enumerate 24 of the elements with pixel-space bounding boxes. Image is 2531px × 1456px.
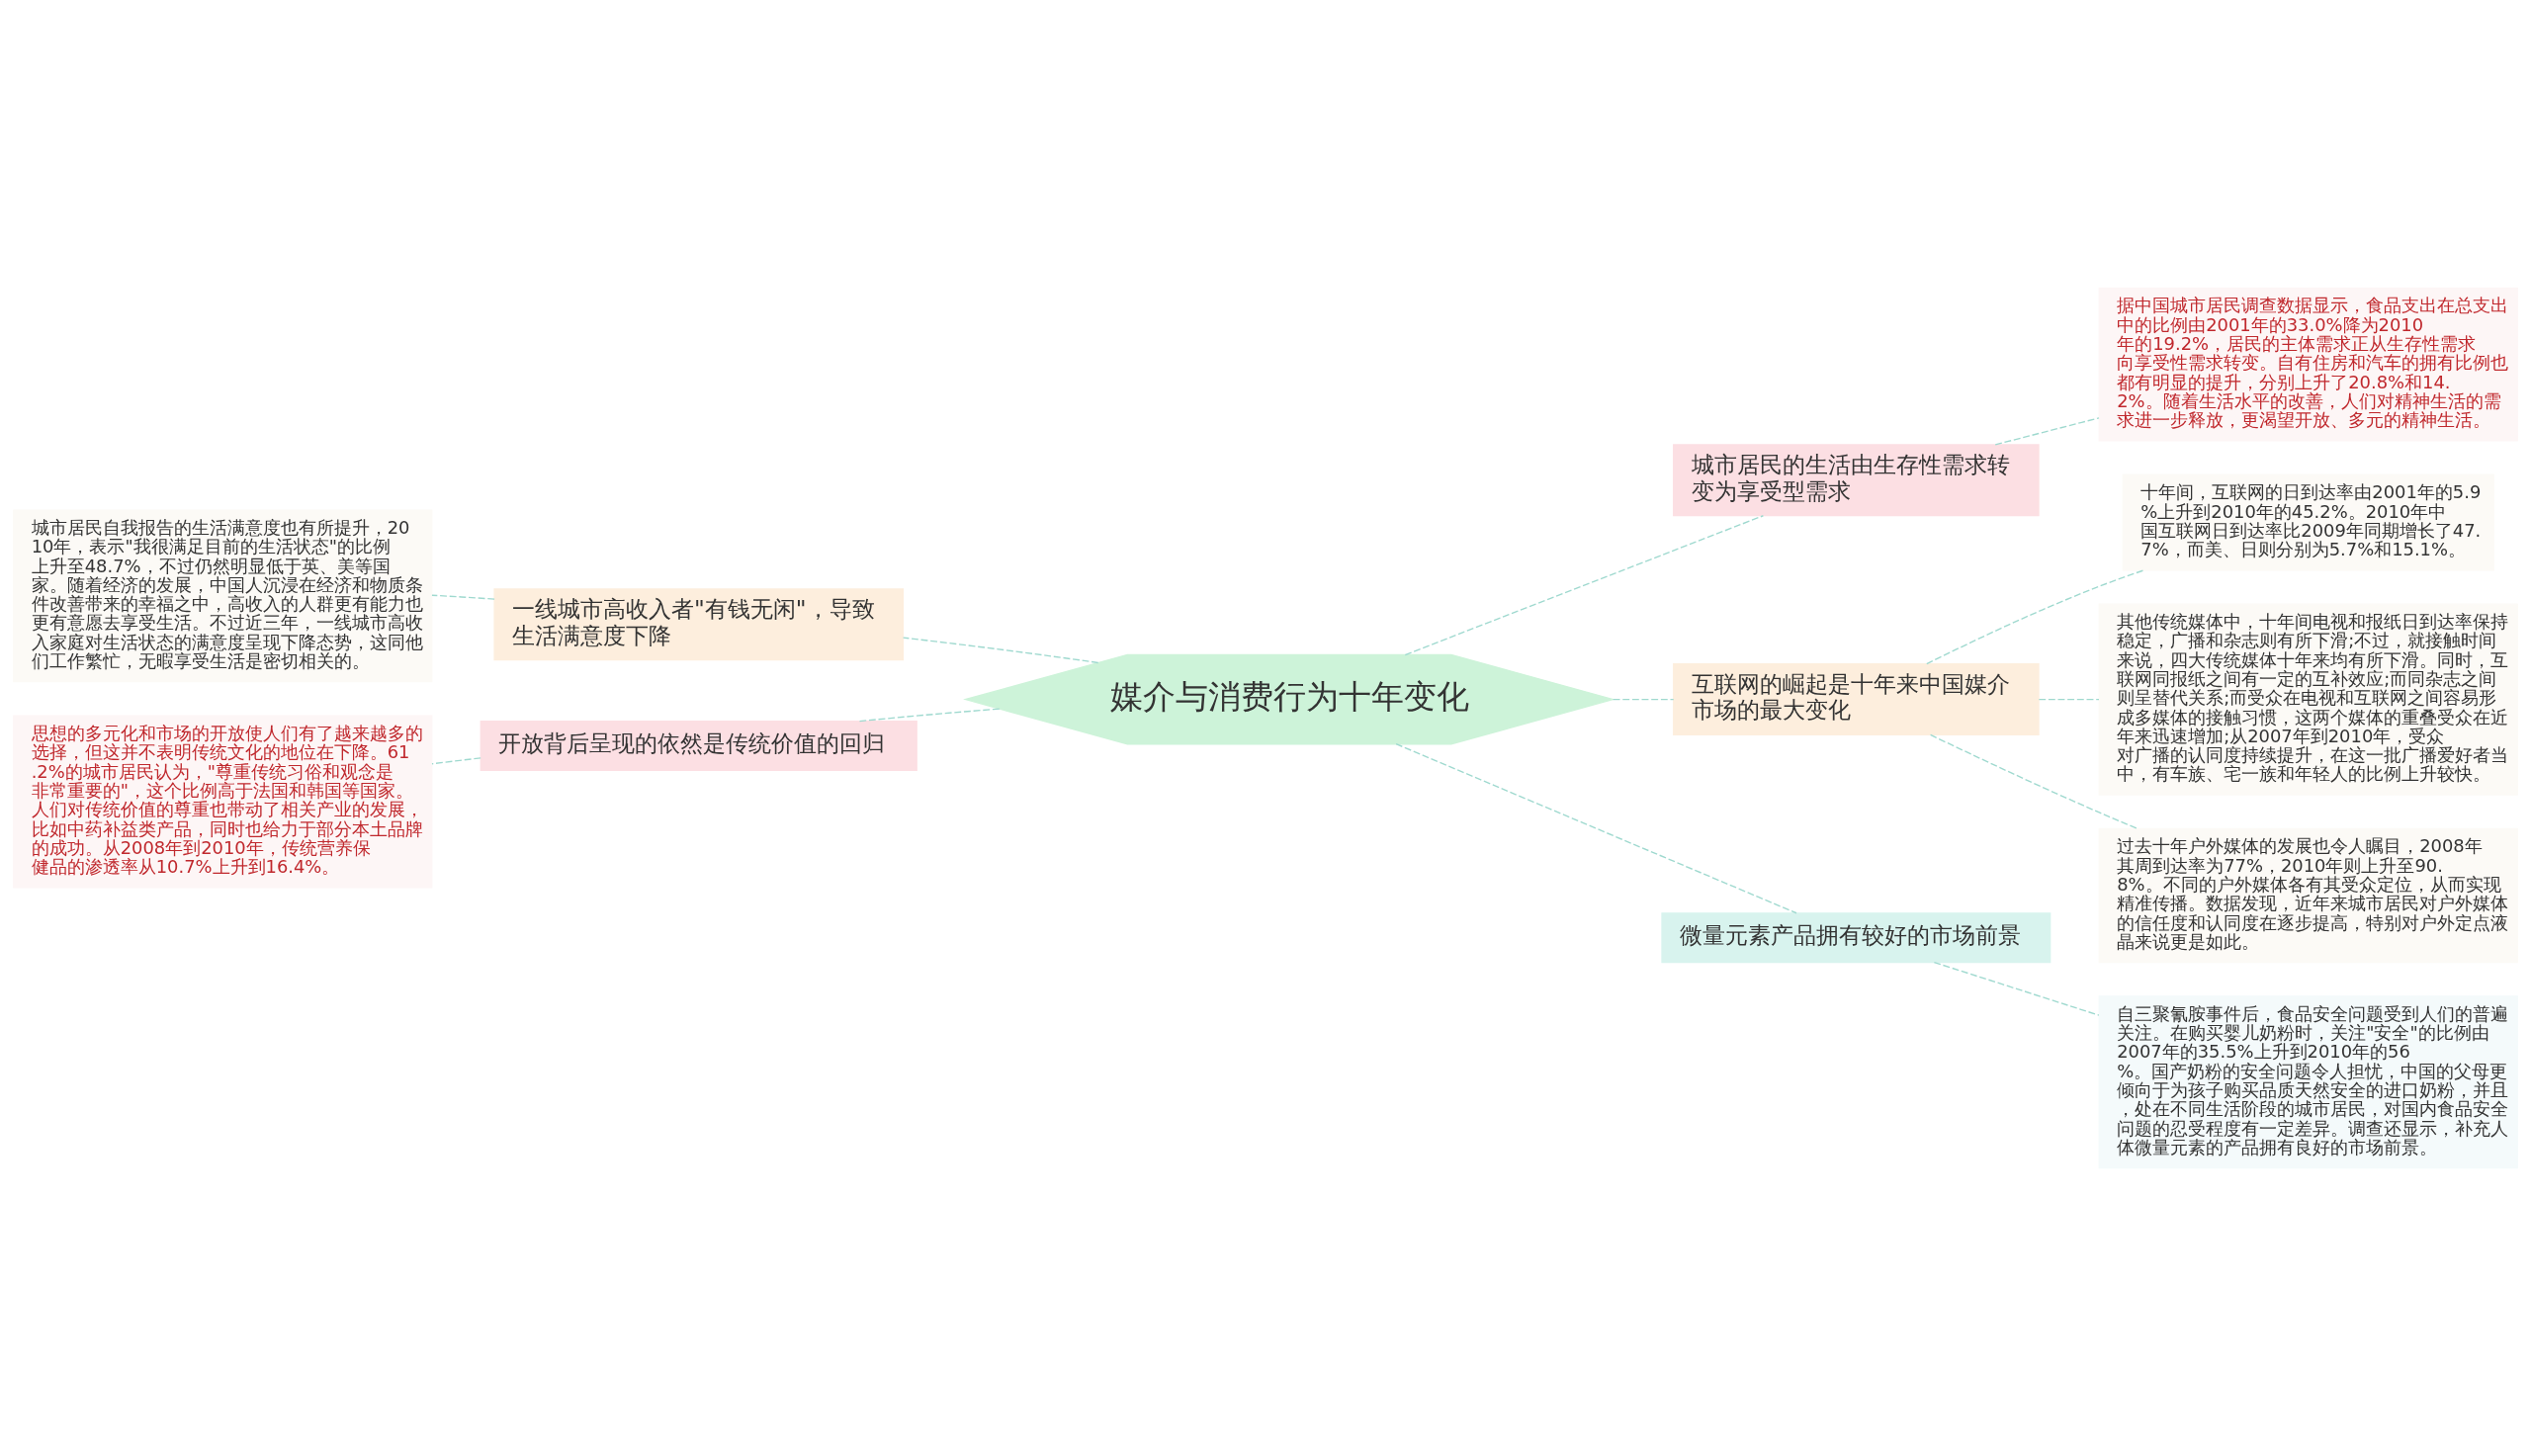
connector xyxy=(1404,515,1765,656)
node-box: 思想的多元化和市场的开放使人们有了越来越多的选择，但这并不表明传统文化的地位在下降。61.2%的城市居民认为，"尊重传统习俗和观念是非常重要的"，这个比例高于法国和韩国等国家。人们对传统价值的尊重也带动了相关产业的发展，比如中药补益类产品，同时也给力于部分本土品牌的成功。从2008年到2010年，传统营养保健品的渗透率从10.7%上升到16.4%。 xyxy=(13,715,433,889)
connector xyxy=(1933,961,2100,1016)
connector xyxy=(858,708,1001,723)
connector xyxy=(1395,742,1797,914)
connector xyxy=(1994,417,2100,446)
node-box: 互联网的崛起是十年来中国媒介市场的最大变化 xyxy=(1673,663,2040,736)
connector xyxy=(431,594,495,600)
connector xyxy=(431,757,481,765)
connector xyxy=(2038,698,2100,701)
node-box: 其他传统媒体中，十年间电视和报纸日到达率保持稳定，广播和杂志则有所下滑;不过，就接触时间来说，四大传统媒体十年来均有所下滑。同时，互联网同报纸之间有一定的互补效应;而同杂志之间则呈替代关系;而受众在电视和互联网之间容易形成多媒体的接触习惯，这两个媒体的重叠受众在近年来迅速增加;从2007年到2010年，受众对广播的认同度持续提升，在这一批广播爱好者当中，有车族、宅一族和年轻人的比例上升较快。 xyxy=(2098,603,2518,796)
node-box: 开放背后呈现的依然是传统价值的回归 xyxy=(480,720,917,771)
connector xyxy=(1926,569,2145,665)
node-box: 城市居民自我报告的生活满意度也有所提升，2010年，表示"我很满足目前的生活状态"的比例上升至48.7%，不过仍然明显低于英、美等国家。随着经济的发展，中国人沉浸在经济和物质条件改善带来的幸福之中，高收入的人群更有能力也更有意愿去享受生活。不过近三年，一线城市高收入家庭对生活状态的满意度呈现下降态势，这同他们工作繁忙，无暇享受生活是密切相关的。 xyxy=(13,509,433,683)
node-box: 城市居民的生活由生存性需求转变为享受型需求 xyxy=(1673,444,2040,517)
connector xyxy=(1612,698,1675,701)
node-box: 一线城市高收入者"有钱无闲"，导致生活满意度下降 xyxy=(493,588,905,661)
connector xyxy=(1929,733,2138,830)
node-box: 微量元素产品拥有较好的市场前景 xyxy=(1661,912,2051,964)
node-box: 过去十年户外媒体的发展也令人瞩目，2008年其周到达率为77%，2010年则上升至90.8%。不同的户外媒体各有其受众定位，从而实现精准传播。数据发现，近年来城市居民对户外媒体的信任度和认同度在逐步提高，特别对户外定点液晶来说更是如此。 xyxy=(2098,827,2518,964)
node-box: 十年间，互联网的日到达率由2001年的5.9%上升到2010年的45.2%。2010年中国互联网日到达率比2009年同期增长了47.7%，而美、日则分别为5.7%和15.1%。 xyxy=(2122,473,2494,571)
node-box: 自三聚氰胺事件后，食品安全问题受到人们的普遍关注。在购买婴儿奶粉时，关注"安全"的比例由2007年的35.5%上升到2010年的56%。国产奶粉的安全问题令人担忧，中国的父母更倾向于为孩子购买品质天然安全的进口奶粉，并且，处在不同生活阶段的城市居民，对国内食品安全问题的忍受程度有一定差异。调查还显示，补充人体微量元素的产品拥有良好的市场前景。 xyxy=(2098,995,2518,1169)
node-box: 据中国城市居民调查数据显示，食品支出在总支出中的比例由2001年的33.0%降为2010年的19.2%，居民的主体需求正从生存性需求向享受性需求转变。自有住房和汽车的拥有比例也都有明显的提升，分别上升了20.8%和14.2%。随着生活水平的改善，人们对精神生活的需求进一步释放，更渴望开放、多元的精神生活。 xyxy=(2098,287,2518,442)
connector xyxy=(902,637,1099,664)
